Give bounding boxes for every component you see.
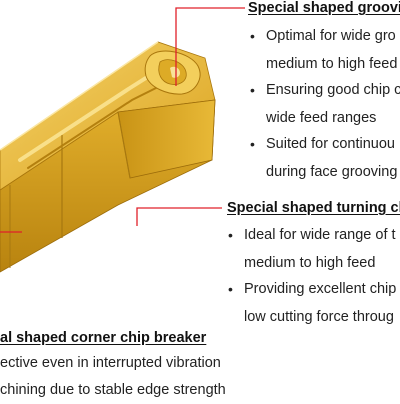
- bullet-dot: •: [250, 136, 255, 152]
- corner-heading: al shaped corner chip breaker: [0, 330, 207, 346]
- bullet-line: medium to high feed: [266, 56, 398, 72]
- bullet-line: Suited for continuou: [266, 136, 395, 152]
- bullet-dot: •: [250, 28, 255, 44]
- corner-lines: ective even in interrupted vibration chi…: [0, 350, 226, 404]
- grooving-insert: [0, 41, 216, 273]
- bullet-line: during face grooving: [266, 164, 398, 180]
- insert-front-face: [117, 99, 216, 179]
- bullet-item: • Ensuring good chip c wide feed ranges: [250, 80, 400, 128]
- turning-bullets: • Ideal for wide range of t medium to hi…: [228, 225, 397, 327]
- bullet-line: Providing excellent chip: [244, 281, 397, 297]
- bullet-line: Ensuring good chip c: [266, 82, 400, 98]
- grooving-heading: Special shaped grooving: [248, 0, 400, 16]
- bullet-line: Ideal for wide range of t: [244, 227, 396, 243]
- grooving-bullets: • Optimal for wide gro medium to high fe…: [250, 26, 400, 182]
- bullet-item: • Optimal for wide gro medium to high fe…: [250, 26, 400, 74]
- leader-line-grooving: [175, 7, 245, 86]
- bullet-line: Optimal for wide gro: [266, 28, 396, 44]
- insert-edge-highlight: [0, 41, 159, 151]
- bullet-line: wide feed ranges: [266, 110, 377, 126]
- bullet-dot: •: [228, 281, 233, 297]
- bullet-item: • Providing excellent chip low cutting f…: [228, 279, 397, 327]
- corner-line: ective even in interrupted vibration: [0, 355, 221, 371]
- bullet-item: • Ideal for wide range of t medium to hi…: [228, 225, 396, 273]
- bullet-dot: •: [228, 227, 233, 243]
- turning-heading: Special shaped turning ch: [227, 200, 400, 216]
- leader-line-turning: [136, 207, 222, 226]
- leader-lines: [0, 7, 245, 233]
- bullet-item: • Suited for continuou during face groov…: [250, 134, 400, 182]
- insert-facet-line: [117, 111, 131, 179]
- bullet-line: low cutting force throug: [244, 309, 394, 325]
- bullet-line: medium to high feed: [244, 255, 376, 271]
- bullet-dot: •: [250, 82, 255, 98]
- grooving-chip-breaker-detail: [170, 66, 180, 78]
- corner-line: chining due to stable edge strength: [0, 382, 226, 398]
